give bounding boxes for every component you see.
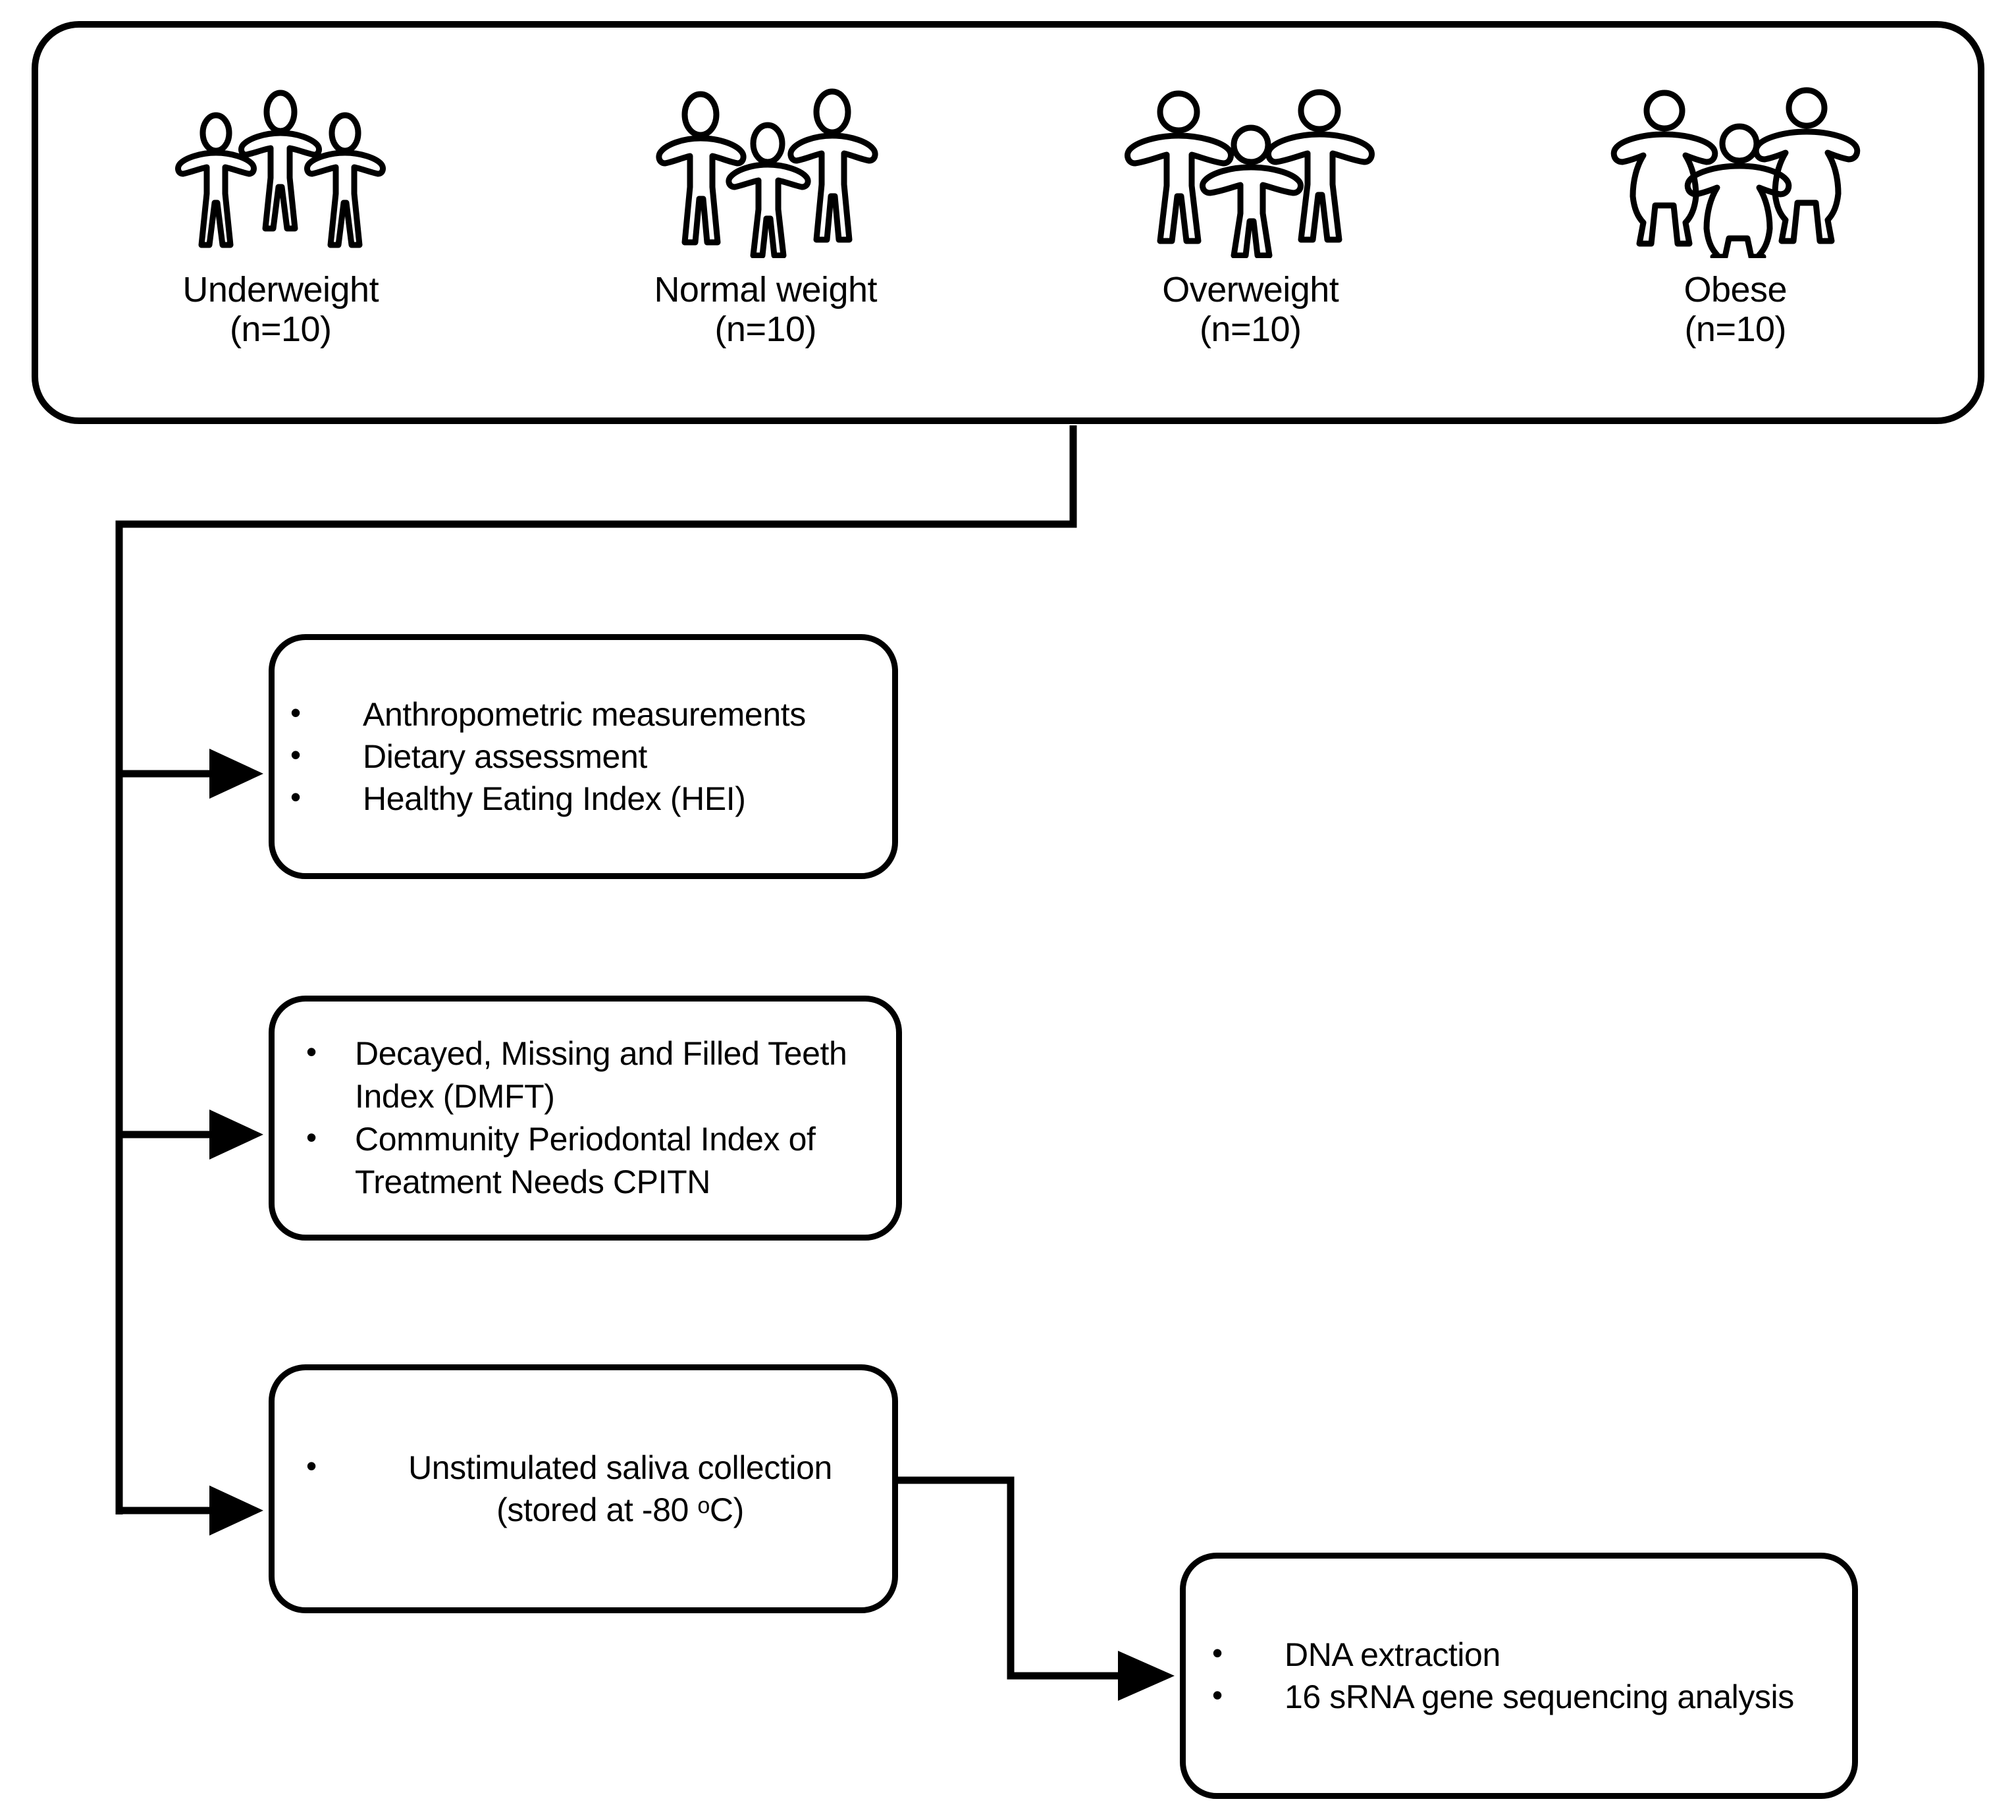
- anthropometric-item-2: Healthy Eating Index (HEI): [363, 780, 746, 817]
- bullet-icon: •: [290, 780, 301, 814]
- dental-item-1: Community Periodontal Index of Treatment…: [355, 1121, 816, 1200]
- cohort-group-obese: Obese (n=10): [1505, 80, 1966, 350]
- bullet-icon: •: [306, 1034, 317, 1069]
- underweight-people-icon: [175, 90, 386, 248]
- anthropometric-item-0: Anthropometric measurements: [363, 696, 806, 733]
- normal-weight-people-icon: [656, 88, 878, 258]
- bullet-icon: •: [1212, 1636, 1223, 1670]
- overweight-people-icon: [1125, 89, 1375, 258]
- dna-analysis-box: • DNA extraction • 16 sRNA gene sequenci…: [1180, 1553, 1858, 1799]
- cohort-label-normal: Normal weight: [654, 270, 878, 309]
- dental-index-list: • Decayed, Missing and Filled Teeth Inde…: [275, 1002, 896, 1235]
- cohort-label-overweight: Overweight: [1162, 270, 1339, 309]
- bullet-icon: •: [306, 1120, 317, 1154]
- list-item: • DNA extraction: [1200, 1634, 1830, 1676]
- cohort-n-normal: (n=10): [714, 309, 817, 350]
- bullet-icon: •: [290, 695, 301, 730]
- saliva-list: • Unstimulated saliva collection (stored…: [275, 1370, 892, 1607]
- arrowhead-dental: [209, 1110, 263, 1160]
- cohort-label-obese: Obese: [1684, 270, 1788, 309]
- arrowhead-anthropometric: [209, 749, 263, 799]
- anthropometric-list: • Anthropometric measurements • Dietary …: [275, 640, 892, 873]
- cohort-group-overweight: Overweight (n=10): [1020, 80, 1481, 350]
- dental-index-box: • Decayed, Missing and Filled Teeth Inde…: [269, 996, 902, 1241]
- list-item: • Unstimulated saliva collection (stored…: [294, 1447, 870, 1531]
- dna-list: • DNA extraction • 16 sRNA gene sequenci…: [1186, 1559, 1852, 1793]
- cohort-n-obese: (n=10): [1684, 309, 1787, 350]
- obese-people-icon: [1610, 87, 1860, 258]
- main-trunk-connector: [115, 425, 1077, 1514]
- bullet-icon: •: [290, 737, 301, 772]
- cohort-box: Underweight (n=10) Normal weight (n=10): [32, 21, 1984, 424]
- cohort-group-normal: Normal weight (n=10): [535, 80, 996, 350]
- saliva-collection-box: • Unstimulated saliva collection (stored…: [269, 1364, 898, 1613]
- list-item: • Community Periodontal Index of Treatme…: [294, 1118, 874, 1204]
- list-item: • Decayed, Missing and Filled Teeth Inde…: [294, 1032, 874, 1118]
- saliva-item-0: Unstimulated saliva collection (stored a…: [408, 1449, 832, 1528]
- anthropometric-box: • Anthropometric measurements • Dietary …: [269, 634, 898, 879]
- anthropometric-item-1: Dietary assessment: [363, 738, 647, 775]
- bullet-icon: •: [306, 1449, 317, 1483]
- cohort-n-underweight: (n=10): [229, 309, 332, 350]
- arrowhead-saliva: [209, 1485, 263, 1536]
- cohort-group-underweight: Underweight (n=10): [50, 80, 511, 350]
- cohort-n-overweight: (n=10): [1199, 309, 1302, 350]
- list-item: • Healthy Eating Index (HEI): [279, 778, 870, 820]
- saliva-to-dna-connector: [898, 1476, 1126, 1680]
- list-item: • Anthropometric measurements: [279, 693, 870, 736]
- dna-item-1: 16 sRNA gene sequencing analysis: [1285, 1678, 1794, 1715]
- cohort-label-underweight: Underweight: [182, 270, 379, 309]
- list-item: • Dietary assessment: [279, 736, 870, 778]
- dental-item-0: Decayed, Missing and Filled Teeth Index …: [355, 1035, 847, 1115]
- cohort-group-row: Underweight (n=10) Normal weight (n=10): [38, 28, 1978, 417]
- dna-item-0: DNA extraction: [1285, 1636, 1500, 1673]
- bullet-icon: •: [1212, 1678, 1223, 1712]
- list-item: • 16 sRNA gene sequencing analysis: [1200, 1676, 1830, 1718]
- arrowhead-dna: [1118, 1651, 1175, 1701]
